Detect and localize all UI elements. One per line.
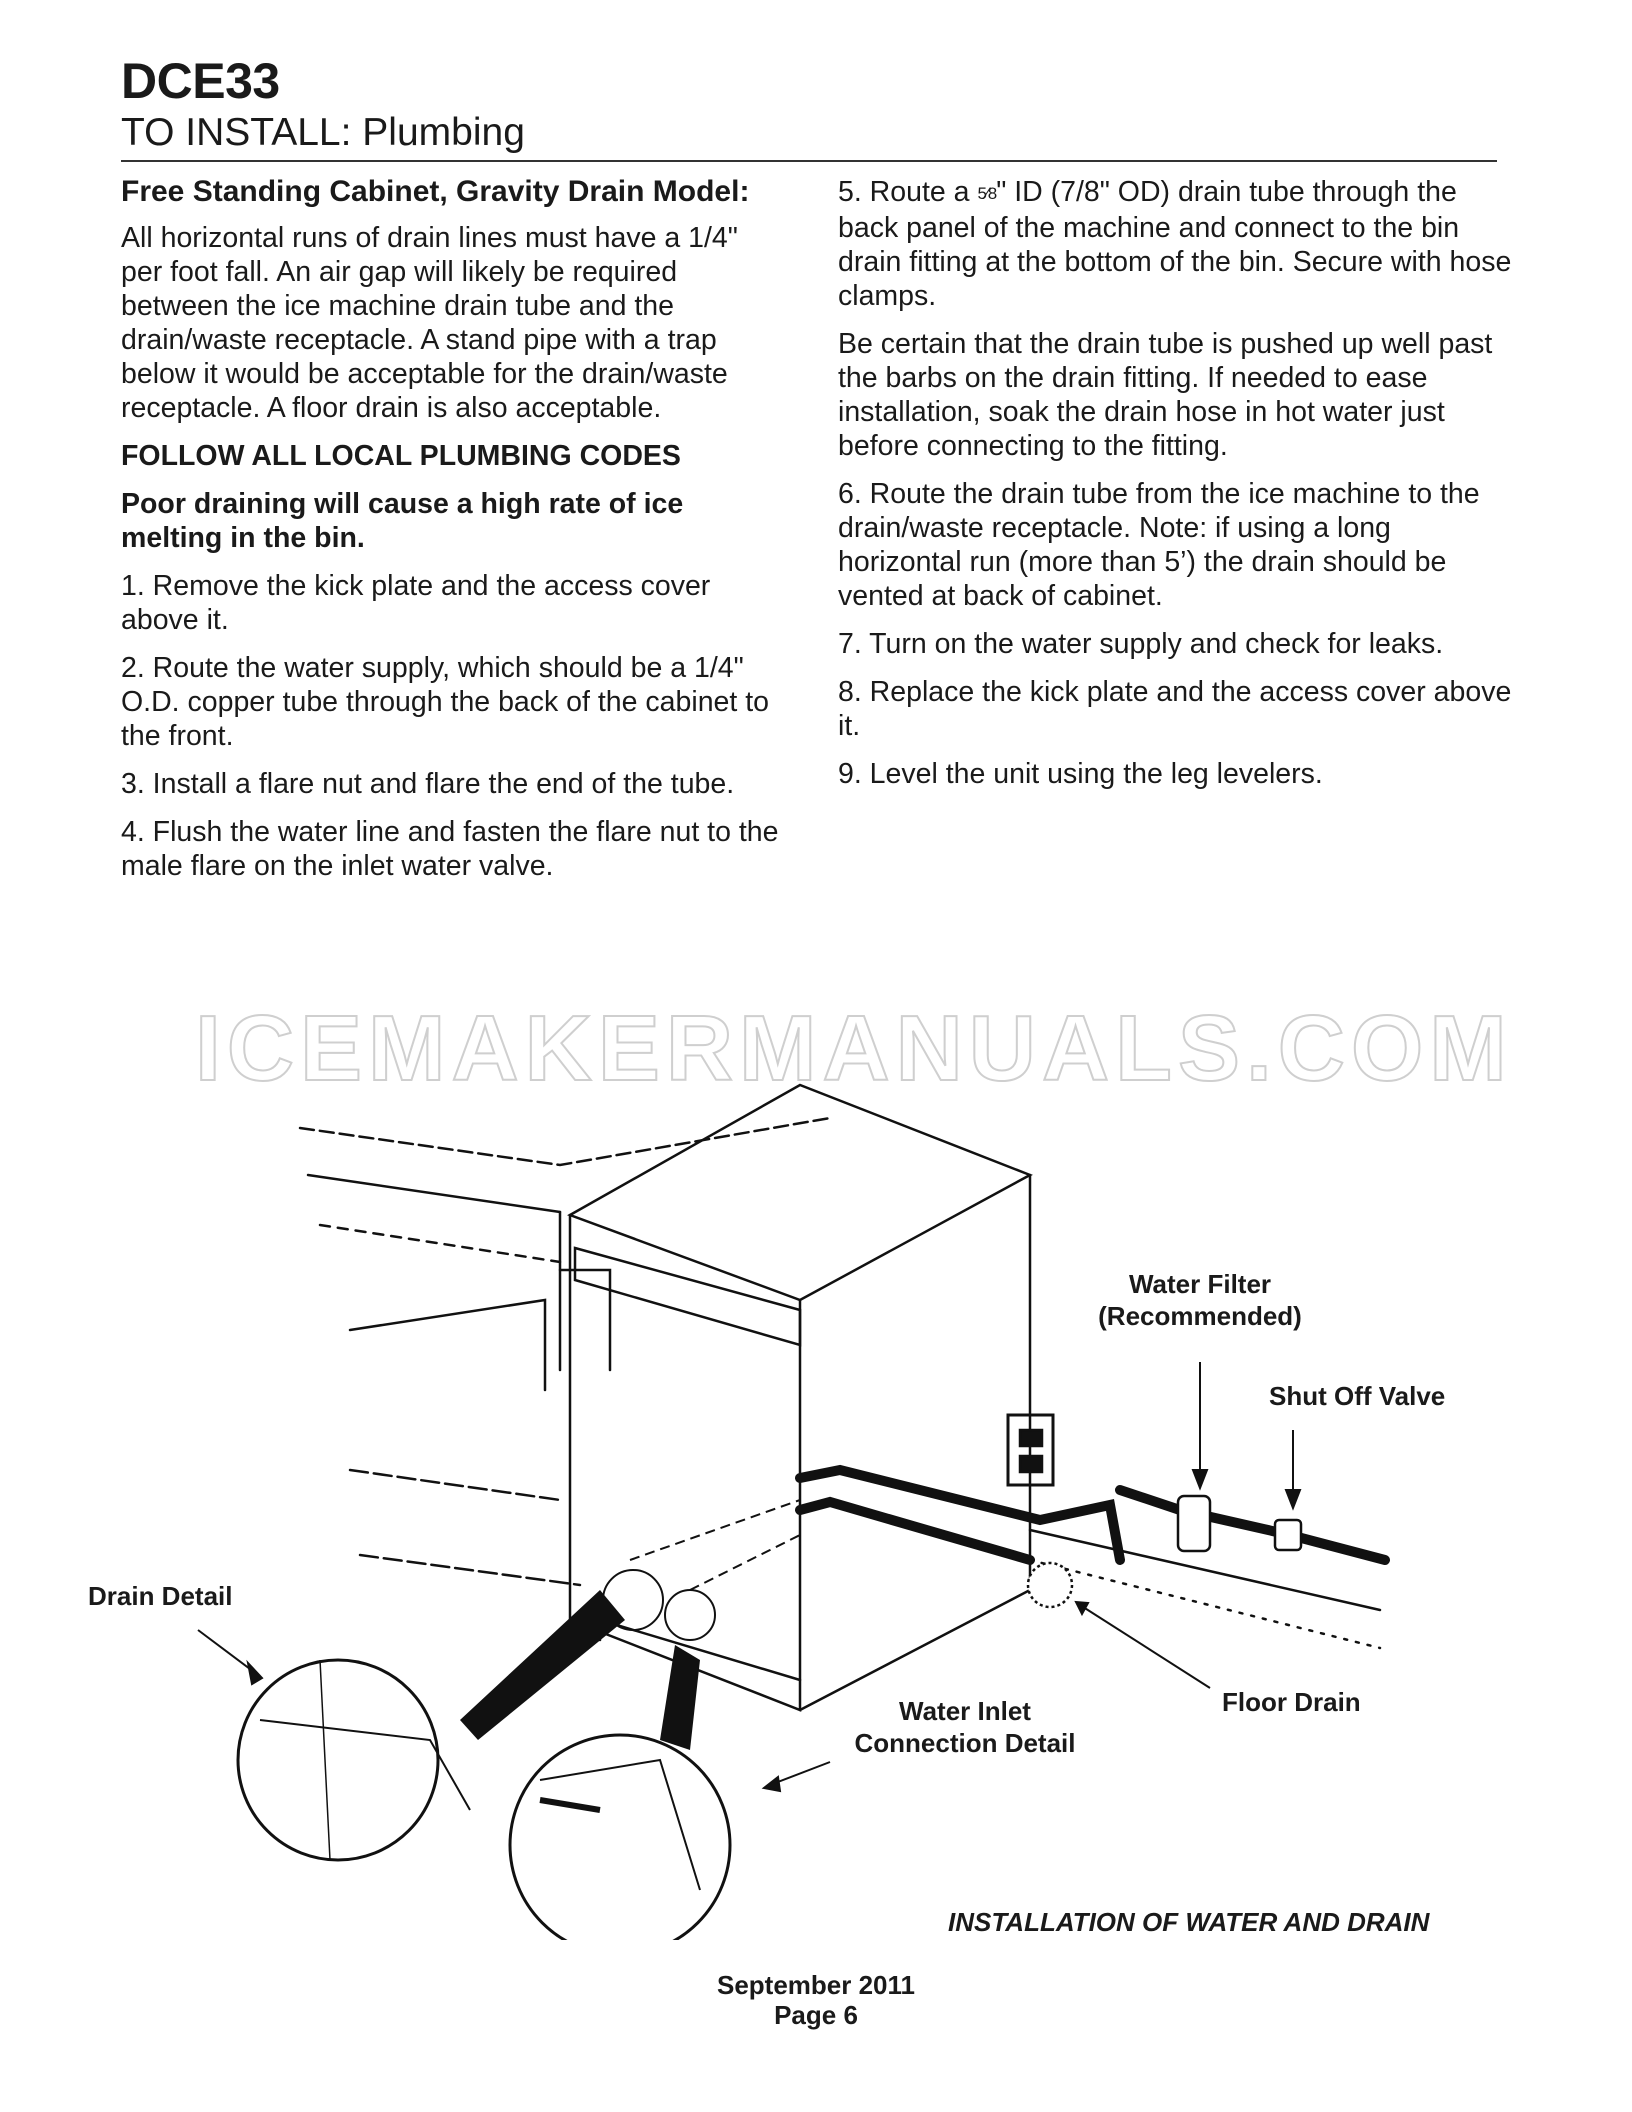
label-shut-off-valve: Shut Off Valve	[1269, 1381, 1446, 1411]
label-water-inlet-line2: Connection Detail	[854, 1728, 1076, 1758]
label-drain-detail: Drain Detail	[88, 1581, 233, 1611]
figure-caption: INSTALLATION OF WATER AND DRAIN	[948, 1907, 1430, 1937]
step-5: 5. Route a 5⁄8" ID (7/8" OD) drain tube …	[838, 175, 1518, 313]
subtitle: Free Standing Cabinet, Gravity Drain Mod…	[121, 175, 750, 208]
watermark: ICEMAKERMANUALS.COM	[194, 996, 1513, 1100]
label-floor-drain: Floor Drain	[1222, 1687, 1361, 1717]
drain-tube-note: Be certain that the drain tube is pushed…	[838, 328, 1493, 462]
step-9: 9. Level the unit using the leg levelers…	[838, 758, 1323, 790]
label-water-inlet: Water Inlet Connection Detail	[830, 1695, 1100, 1759]
step-6: 6. Route the drain tube from the ice mac…	[838, 478, 1480, 612]
right-column: 5. Route a 5⁄8" ID (7/8" OD) drain tube …	[838, 175, 1518, 805]
step-5-start: 5. Route a	[838, 176, 978, 208]
intro-paragraph: All horizontal runs of drain lines must …	[121, 222, 738, 424]
footer-page: Page 6	[774, 2000, 858, 2030]
label-water-filter-line1: Water Filter	[1128, 1269, 1272, 1299]
step-5-end: " ID (7/8" OD) drain tube through the ba…	[838, 176, 1512, 312]
model-title: DCE33	[121, 53, 280, 109]
step-2: 2. Route the water supply, which should …	[121, 652, 769, 752]
header-rule	[121, 160, 1497, 162]
fraction: 5⁄8	[977, 184, 997, 203]
step-7: 7. Turn on the water supply and check fo…	[838, 628, 1444, 660]
section-title: TO INSTALL: Plumbing	[121, 111, 525, 154]
step-8: 8. Replace the kick plate and the access…	[838, 676, 1512, 742]
step-3: 3. Install a flare nut and flare the end…	[121, 768, 735, 800]
draining-warning: Poor draining will cause a high rate of …	[121, 488, 684, 554]
left-column: Free Standing Cabinet, Gravity Drain Mod…	[121, 175, 781, 897]
plumbing-codes-notice: FOLLOW ALL LOCAL PLUMBING CODES	[121, 440, 681, 472]
label-water-filter: Water Filter (Recommended)	[1080, 1268, 1320, 1332]
step-4: 4. Flush the water line and fasten the f…	[121, 816, 779, 882]
installation-diagram	[197, 1083, 1390, 1940]
label-water-filter-line2: (Recommended)	[1098, 1301, 1302, 1331]
step-1: 1. Remove the kick plate and the access …	[121, 570, 711, 636]
footer-date: September 2011	[716, 1970, 915, 2000]
label-water-inlet-line1: Water Inlet	[899, 1696, 1031, 1726]
